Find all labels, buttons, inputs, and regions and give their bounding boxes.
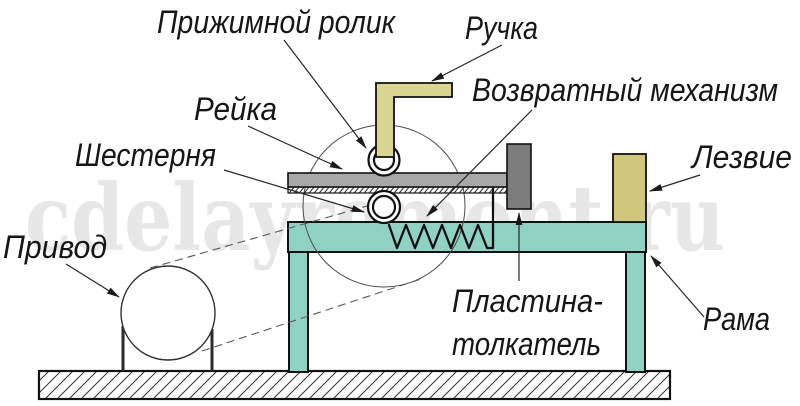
gear-inner <box>371 194 397 220</box>
label-return-mechanism: Возвратный механизм <box>472 72 778 108</box>
drive-pulley <box>120 265 216 361</box>
leader-drive <box>65 263 120 298</box>
frame-leg-left <box>288 251 309 373</box>
pusher-plate <box>506 143 532 210</box>
belt-line-lower <box>201 277 425 352</box>
leader-frame <box>650 255 705 318</box>
frame-tabletop <box>287 221 647 253</box>
ground-hatched-base <box>37 369 672 401</box>
frame-leg-right <box>625 251 646 373</box>
label-rack: Рейка <box>194 91 277 127</box>
label-blade: Лезвие <box>690 139 792 175</box>
return-spring <box>387 186 495 250</box>
leader-pressure-roller <box>283 39 367 149</box>
leader-handle <box>431 44 503 82</box>
label-frame: Рама <box>703 301 770 337</box>
handle-lever <box>375 82 453 158</box>
label-handle: Ручка <box>465 10 538 46</box>
label-gear: Шестерня <box>75 137 216 173</box>
leader-blade <box>648 174 701 192</box>
blade <box>612 153 647 223</box>
rack-bar <box>287 172 508 188</box>
leader-rack <box>247 125 343 170</box>
leader-return-mechanism <box>426 109 533 217</box>
label-pressure-roller: Прижимной ролик <box>157 4 397 40</box>
label-drive: Привод <box>3 229 107 265</box>
leader-gear <box>223 169 366 213</box>
label-pusher-plate-line1: Пластина- <box>452 283 603 319</box>
rack-teeth <box>287 186 508 194</box>
belt-line-upper <box>149 205 368 269</box>
label-pusher-plate-line2: толкатель <box>452 326 601 362</box>
